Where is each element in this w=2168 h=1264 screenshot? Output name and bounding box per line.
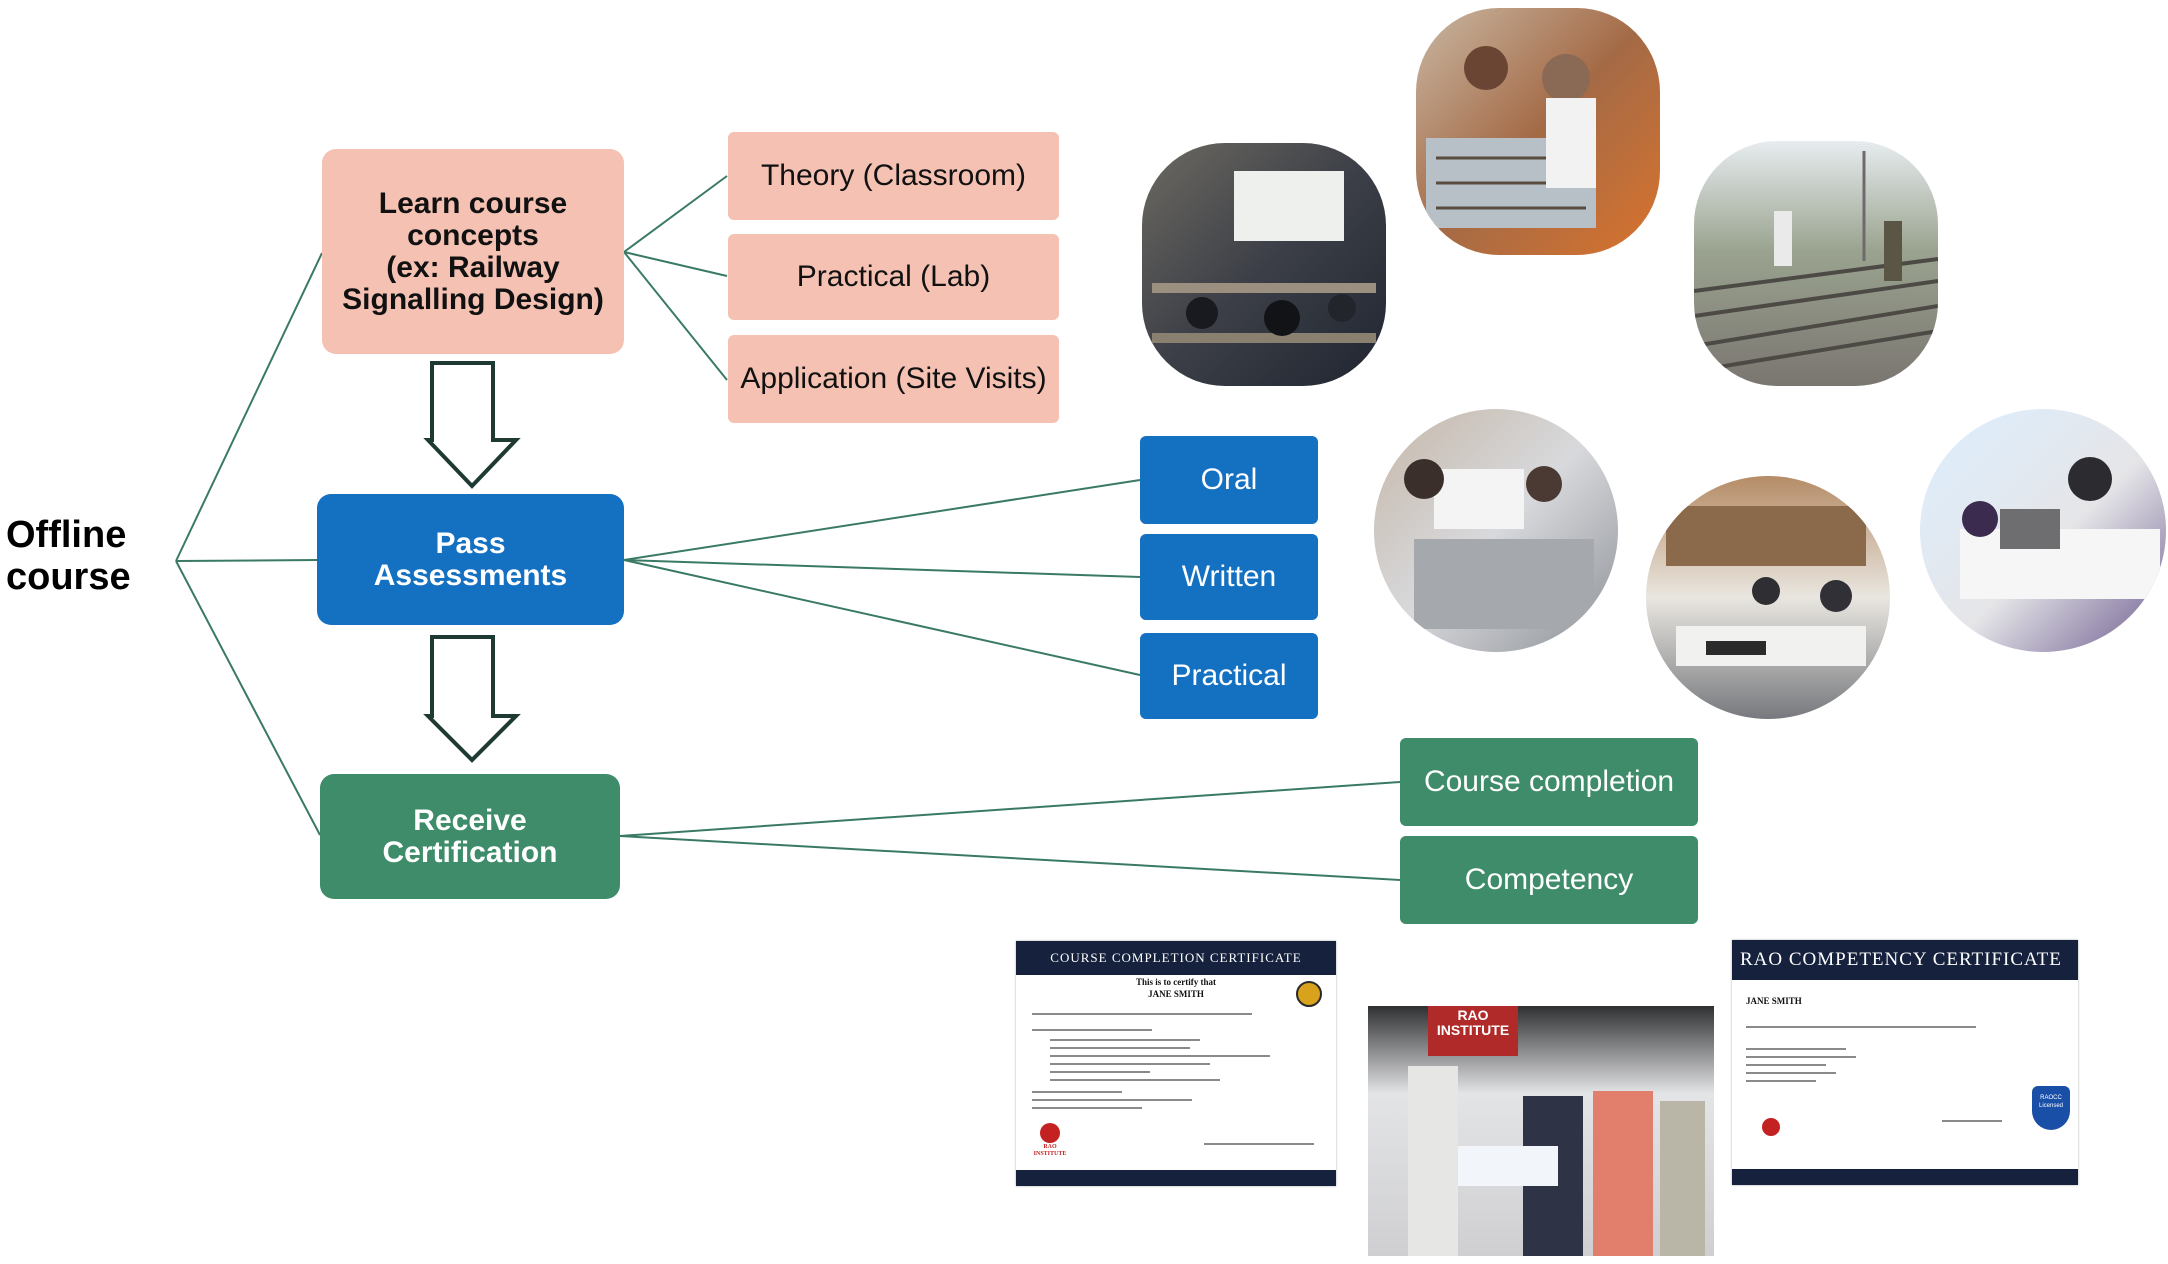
pass-assessments-stage: Pass Assessments bbox=[317, 494, 624, 625]
practical-exam-photo bbox=[1920, 409, 2166, 652]
down-arrow-1 bbox=[423, 361, 521, 489]
course-completion-certify-line: This is to certify that bbox=[1136, 977, 1216, 987]
lab-photo bbox=[1416, 8, 1660, 255]
competency-label: Competency bbox=[1464, 863, 1634, 896]
connector-learn-application bbox=[623, 251, 728, 381]
competency-certificate-heading: RAO COMPETENCY CERTIFICATE bbox=[1732, 940, 2078, 980]
competency-certificate: RAO COMPETENCY CERTIFICATE JANE SMITH RA… bbox=[1732, 940, 2078, 1185]
course-completion-box: Course completion bbox=[1400, 738, 1698, 826]
site-visit-photo bbox=[1694, 141, 1938, 386]
connector-learn-practical-lab bbox=[623, 251, 728, 277]
receive-certification-label: Receive Certification bbox=[382, 803, 558, 869]
gold-seal-icon bbox=[1296, 981, 1322, 1007]
connector-certify-completion bbox=[619, 781, 1401, 837]
course-completion-label: Course completion bbox=[1423, 765, 1675, 798]
connector-offline-assess bbox=[175, 559, 318, 562]
offline-course-label: Offline course bbox=[6, 514, 131, 598]
certificate-handover-photo: RAO INSTITUTE bbox=[1368, 1006, 1714, 1256]
connector-learn-theory bbox=[623, 175, 728, 253]
connector-assess-oral bbox=[623, 479, 1141, 561]
course-completion-name: JANE SMITH bbox=[1148, 989, 1204, 999]
oral-exam-photo bbox=[1374, 409, 1618, 652]
course-completion-certificate-heading: COURSE COMPLETION CERTIFICATE bbox=[1016, 941, 1336, 975]
rao-institute-logo-text: RAO INSTITUTE bbox=[1033, 1144, 1067, 1157]
photo-banner-text: RAO INSTITUTE bbox=[1436, 1007, 1510, 1038]
written-assessment-label: Written bbox=[1181, 560, 1277, 593]
application-site-visits-label: Application (Site Visits) bbox=[740, 362, 1047, 395]
down-arrow-2 bbox=[423, 635, 521, 763]
competency-box: Competency bbox=[1400, 836, 1698, 924]
written-exam-photo bbox=[1646, 476, 1890, 719]
rao-logo-icon bbox=[1762, 1118, 1780, 1136]
application-site-visits-box: Application (Site Visits) bbox=[728, 335, 1059, 423]
connector-offline-certify bbox=[175, 560, 321, 836]
connector-certify-competency bbox=[619, 835, 1401, 881]
course-completion-certificate: COURSE COMPLETION CERTIFICATE This is to… bbox=[1016, 941, 1336, 1186]
connector-assess-written bbox=[623, 559, 1141, 578]
competency-name: JANE SMITH bbox=[1746, 996, 1802, 1006]
theory-classroom-label: Theory (Classroom) bbox=[760, 159, 1027, 192]
classroom-photo bbox=[1142, 143, 1386, 386]
licensed-badge-icon bbox=[2032, 1086, 2070, 1130]
practical-lab-label: Practical (Lab) bbox=[796, 260, 991, 293]
theory-classroom-box: Theory (Classroom) bbox=[728, 132, 1059, 220]
rao-logo-icon bbox=[1040, 1123, 1060, 1143]
practical-lab-box: Practical (Lab) bbox=[728, 234, 1059, 320]
practical-assessment-box: Practical bbox=[1140, 633, 1318, 719]
receive-certification-stage: Receive Certification bbox=[320, 774, 620, 899]
practical-assessment-label: Practical bbox=[1171, 659, 1287, 692]
written-assessment-box: Written bbox=[1140, 534, 1318, 620]
oral-assessment-box: Oral bbox=[1140, 436, 1318, 524]
connector-offline-learn bbox=[175, 252, 323, 562]
licensed-badge-text: RAOCC Licensed bbox=[2038, 1095, 2064, 1109]
connector-assess-practical bbox=[623, 559, 1141, 676]
learn-course-label: Learn course concepts (ex: Railway Signa… bbox=[342, 186, 604, 316]
learn-course-stage: Learn course concepts (ex: Railway Signa… bbox=[322, 149, 624, 354]
oral-assessment-label: Oral bbox=[1200, 463, 1258, 496]
pass-assessments-label: Pass Assessments bbox=[373, 526, 568, 592]
